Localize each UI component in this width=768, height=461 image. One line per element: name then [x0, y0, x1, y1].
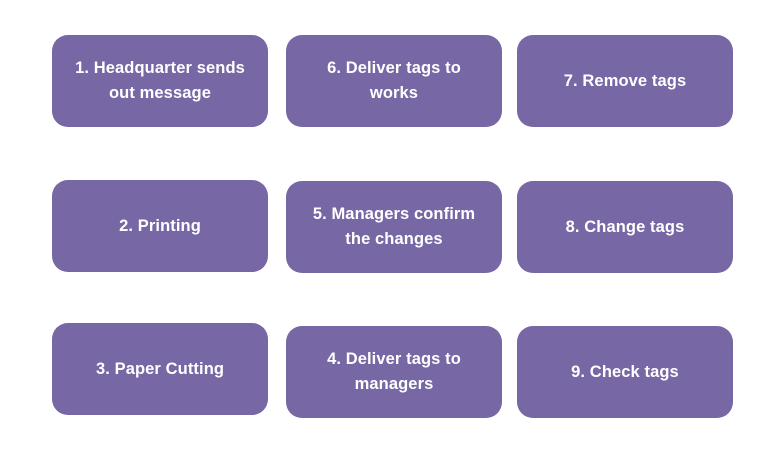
step-8-box: 8. Change tags [517, 181, 733, 273]
step-2-line-1: 2. Printing [119, 216, 201, 235]
step-8-label: 8. Change tags [566, 215, 685, 240]
step-4-line-2: managers [354, 375, 434, 393]
step-1-label: 1. Headquarter sends out message [75, 56, 245, 106]
step-3-line-1: 3. Paper Cutting [95, 359, 225, 378]
step-9-label: 9. Check tags [571, 360, 679, 385]
step-6-label: 6. Deliver tags to works [327, 56, 461, 106]
step-6-box: 6. Deliver tags to works [286, 35, 502, 127]
step-6-line-1: 6. Deliver tags to [327, 59, 461, 77]
step-5-box: 5. Managers confirm the changes [286, 181, 502, 273]
step-7-line-1: 7. Remove tags [563, 71, 687, 90]
step-1-line-1: 1. Headquarter sends [75, 59, 245, 77]
step-4-box: 4. Deliver tags to managers [286, 326, 502, 418]
step-5-line-1: 5. Managers confirm [312, 205, 476, 223]
step-4-label: 4. Deliver tags to managers [327, 347, 461, 397]
step-9-line-1: 9. Check tags [571, 362, 679, 381]
step-7-label: 7. Remove tags [564, 69, 686, 94]
step-6-line-2: works [369, 84, 419, 102]
step-2-box: 2. Printing [52, 180, 268, 272]
step-3-label: 3. Paper Cutting [96, 357, 224, 382]
step-8-line-1: 8. Change tags [565, 217, 685, 236]
step-1-line-2: out message [109, 84, 211, 102]
step-2-label: 2. Printing [119, 214, 201, 239]
step-9-box: 9. Check tags [517, 326, 733, 418]
step-1-box: 1. Headquarter sends out message [52, 35, 268, 127]
step-3-box: 3. Paper Cutting [52, 323, 268, 415]
step-5-line-2: the changes [345, 230, 443, 248]
step-4-line-1: 4. Deliver tags to [327, 350, 461, 368]
step-7-box: 7. Remove tags [517, 35, 733, 127]
step-5-label: 5. Managers confirm the changes [313, 202, 475, 252]
